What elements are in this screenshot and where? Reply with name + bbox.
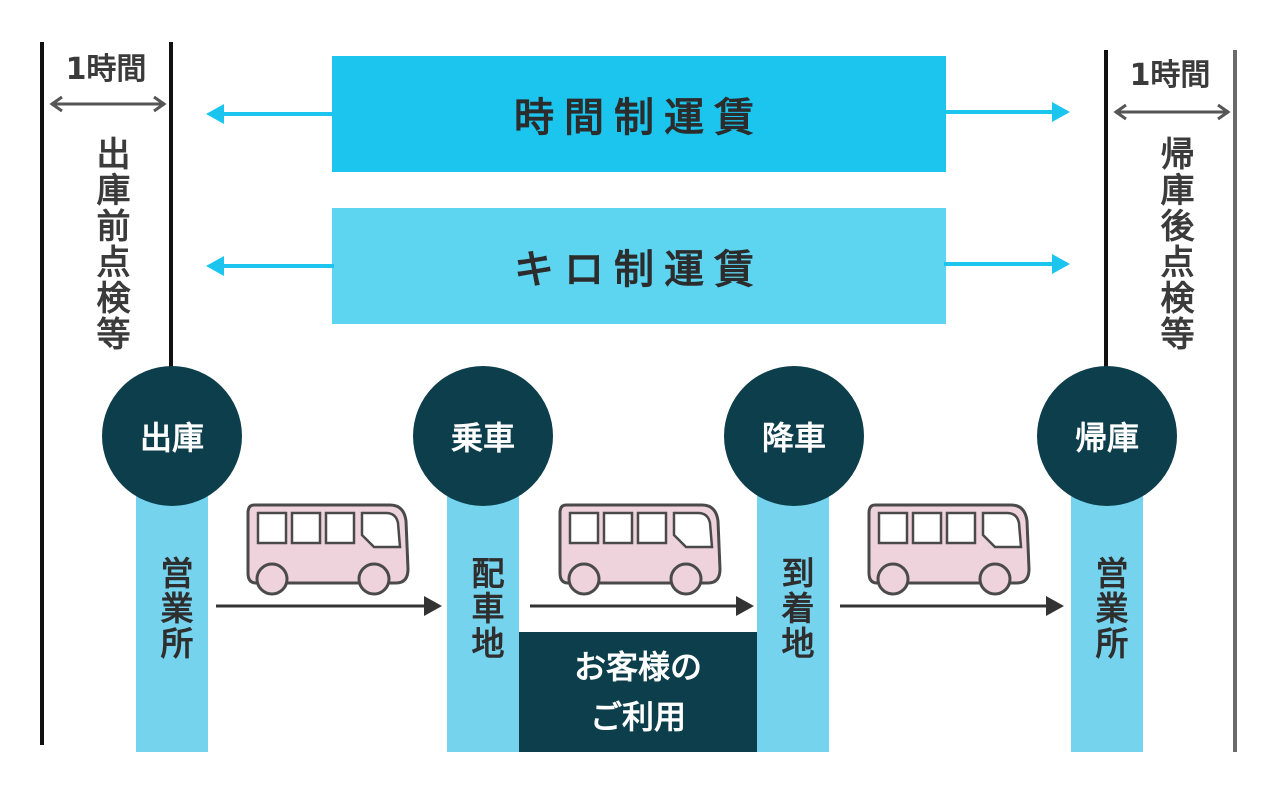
node-return-label: 帰庫 [1074,419,1139,457]
pillar-office-return [1071,470,1143,752]
flow-arrow-1 [216,596,442,616]
right-inner-line [1104,50,1108,370]
distance-fare-arrow-left [206,256,334,276]
node-departure-label: 出庫 [139,419,204,457]
bus-icon-2 [558,503,722,596]
hour-span-arrow-right [1113,103,1231,121]
flow-arrow-2 [530,596,754,616]
node-alighting: 降車 [724,366,864,506]
location-arrival: 到着地 [776,556,815,661]
bus-icon-1 [246,503,410,596]
pillar-arrival [757,470,829,752]
post-return-inspection-label: 帰庫後点検等 [1154,136,1194,352]
usage-label-line2: ご利用 [589,698,686,736]
right-outer-line [1233,50,1237,752]
location-office-return: 営業所 [1090,556,1129,661]
pillar-pickup [447,470,519,752]
location-pickup: 配車地 [466,556,505,661]
pre-departure-inspection-label: 出庫前点検等 [90,136,130,352]
hour-label-right: 1時間 [1129,58,1211,93]
distance-fare-arrow-right [944,254,1070,274]
customer-usage-box: お客様の ご利用 [519,632,757,752]
usage-label-line1: お客様の [573,648,702,686]
time-fare-bar: 時間制運賃 [332,56,946,172]
hour-label-left: 1時間 [65,52,147,87]
node-boarding: 乗車 [413,366,553,506]
distance-fare-label: キロ制運賃 [514,247,764,293]
left-outer-line [40,42,44,745]
pillar-office-departure [136,470,208,752]
flow-arrow-3 [840,596,1064,616]
node-alighting-label: 降車 [761,419,826,457]
time-fare-arrow-left [206,104,334,124]
time-fare-arrow-right [944,102,1070,122]
bus-icon-3 [867,503,1031,596]
node-departure: 出庫 [102,366,242,506]
node-boarding-label: 乗車 [450,419,515,457]
time-fare-label: 時間制運賃 [514,95,764,141]
node-return: 帰庫 [1037,366,1177,506]
distance-fare-bar: キロ制運賃 [332,208,946,324]
left-inner-line [169,42,173,372]
location-office-departure: 営業所 [155,556,194,661]
hour-span-arrow-left [49,95,167,113]
